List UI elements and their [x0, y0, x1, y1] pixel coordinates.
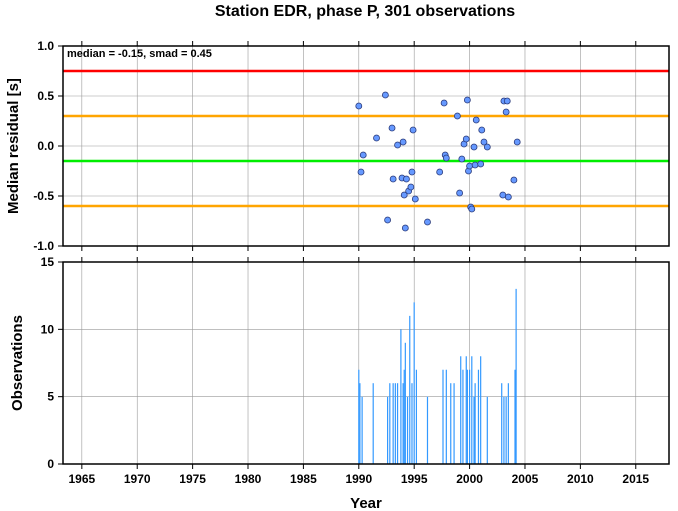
residual-point: [388, 124, 396, 132]
residual-point: [384, 216, 392, 224]
residual-point: [470, 143, 478, 151]
observations-panel: 15 10 5 0 1965 1970 1975 1980 1985 1990 1995 2000 2…: [9, 41, 670, 511]
x-tick-label: 1980: [235, 472, 262, 486]
observation-bars: [358, 288, 517, 464]
x-tick-label: 2015: [622, 472, 649, 486]
y-tick-label: 1.0: [37, 39, 54, 53]
x-tick-label: 2005: [512, 472, 539, 486]
y-tick-label: -1.0: [33, 239, 54, 253]
median-smad-annotation: median = -0.15, smad = 0.45: [67, 48, 212, 60]
y-tick-label: 0: [47, 457, 54, 471]
residual-point: [480, 138, 488, 146]
residual-points: [355, 91, 521, 232]
residual-point: [456, 189, 464, 197]
x-tick-label: 1995: [401, 472, 428, 486]
residual-point: [502, 108, 510, 116]
residual-panel: 1.0 0.5 0.0 -0.5 -1.0 median = -0.15, smad =…: [5, 39, 670, 253]
observations-panel-background: [63, 262, 669, 464]
residual-point: [401, 224, 409, 232]
x-tick-label: 1970: [124, 472, 151, 486]
residual-point: [399, 138, 407, 146]
residual-point: [458, 155, 466, 163]
residual-point: [357, 168, 365, 176]
residual-point: [453, 112, 461, 120]
residual-point: [513, 138, 521, 146]
y-tick-label: 15: [41, 255, 55, 269]
residual-point: [411, 195, 419, 203]
residual-y-axis-label: Median residual [s]: [5, 78, 22, 214]
reference-lines: [63, 69, 669, 208]
residual-y-ticks: 1.0 0.5 0.0 -0.5 -1.0: [33, 39, 63, 253]
y-tick-label: 10: [41, 322, 55, 336]
residual-point: [471, 161, 479, 169]
x-tick-label: 2010: [567, 472, 594, 486]
residual-point: [462, 135, 470, 143]
residual-point: [499, 191, 507, 199]
residual-point: [408, 168, 416, 176]
residual-point: [510, 176, 518, 184]
residual-point: [504, 193, 512, 201]
x-tick-label: 1985: [290, 472, 317, 486]
residual-point: [436, 168, 444, 176]
residual-point: [355, 102, 363, 110]
residual-point: [403, 175, 410, 183]
residual-point: [381, 91, 389, 99]
y-tick-label: 5: [47, 390, 54, 404]
residual-point: [400, 191, 408, 199]
residual-point: [483, 143, 491, 151]
residual-point: [478, 126, 486, 134]
year-x-axis-label: Year: [350, 495, 382, 511]
observations-y-ticks: 15 10 5 0: [41, 255, 63, 471]
residual-point: [463, 96, 471, 104]
residual-point: [477, 160, 485, 168]
residual-point: [389, 175, 397, 183]
x-tick-label: 1990: [345, 472, 372, 486]
observations-panel-frame: [62, 261, 670, 465]
x-tick-label: 1975: [179, 472, 206, 486]
residual-point: [440, 99, 448, 107]
x-tick-label: 2000: [456, 472, 483, 486]
y-tick-label: -0.5: [33, 189, 54, 203]
residual-point: [468, 205, 476, 213]
residual-point: [394, 141, 401, 149]
y-tick-label: 0.0: [37, 139, 54, 153]
residual-point: [472, 116, 480, 124]
residual-point: [409, 126, 417, 134]
residual-point: [442, 154, 450, 162]
residual-point: [503, 97, 511, 105]
year-x-ticks: 1965 1970 1975 1980 1985 1990 1995 2000 2005 2010…: [68, 41, 649, 486]
x-tick-label: 1965: [68, 472, 95, 486]
residual-point: [424, 218, 431, 226]
chart-title: Station EDR, phase P, 301 observations: [215, 3, 515, 20]
residual-point: [466, 162, 473, 170]
residual-point: [373, 134, 380, 142]
observations-y-axis-label: Observations: [9, 315, 26, 411]
residual-point: [359, 151, 367, 159]
y-tick-label: 0.5: [37, 89, 54, 103]
residual-point: [407, 183, 415, 191]
